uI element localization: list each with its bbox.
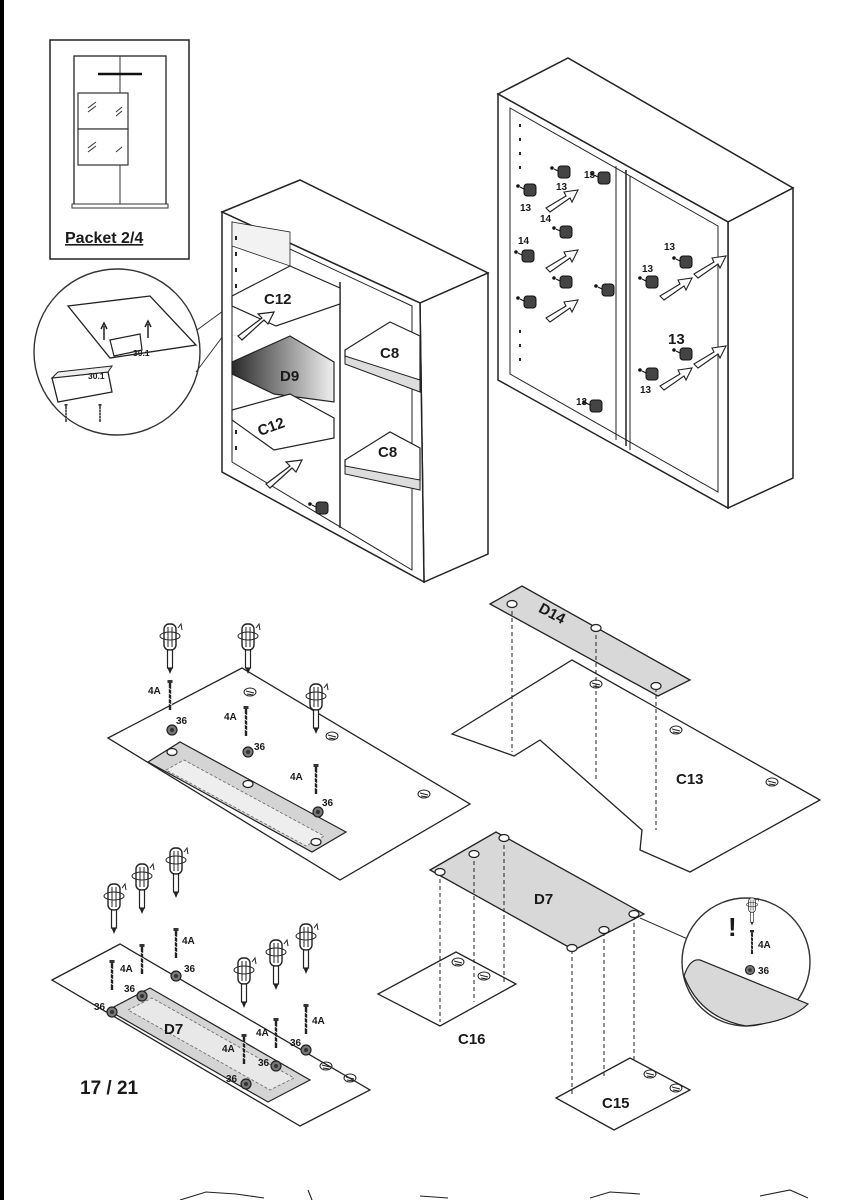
hole-icon (628, 909, 640, 919)
fitting-label-36: 36 (124, 984, 136, 995)
base-panel-assembly: 4A 36 4A 36 4A 36 (106, 623, 472, 881)
cam-lock-icon (744, 964, 756, 976)
fitting-label-36: 36 (290, 1038, 302, 1049)
part-label-c8: C8 (380, 345, 399, 362)
fitting-label-13: 13 (556, 182, 568, 193)
part-label-d7: D7 (164, 1021, 183, 1038)
screwdriver-icon (159, 623, 183, 675)
fitting-label-13: 13 (520, 203, 532, 214)
fitting-label-4a: 4A (148, 686, 161, 697)
cabinet-thumbnail-icon (71, 55, 169, 209)
hole-icon (166, 747, 178, 757)
fitting-label-36: 36 (758, 966, 770, 977)
hole-icon (598, 925, 610, 935)
fitting-label-13: 13 (664, 242, 676, 253)
fitting-label-4a: 4A (120, 964, 133, 975)
fitting-label-36: 36 (322, 798, 334, 809)
fitting-label-30-1: 30.1 (88, 371, 105, 381)
hole-icon (310, 837, 322, 847)
part-label-c12: C12 (264, 291, 292, 308)
fitting-label-4a: 4A (256, 1028, 269, 1039)
fitting-label-36: 36 (258, 1058, 270, 1069)
screwdriver-icon (131, 863, 155, 915)
hole-icon (590, 623, 602, 633)
fitting-label-4a: 4A (758, 940, 771, 951)
cam-lock-icon (270, 1060, 282, 1072)
part-label-d7: D7 (534, 891, 553, 908)
fitting-label-13: 13 (584, 170, 596, 181)
fitting-label-36: 36 (254, 742, 266, 753)
cabinet-hinges-view: 13 13 13 14 14 13 13 13 13 13 (496, 57, 795, 510)
fitting-label-30-1: 30.1 (133, 348, 150, 358)
screw-icon (302, 1002, 310, 1036)
screwdriver-icon (103, 883, 127, 935)
cabinet-shelves-view: C12 D9 C12 C8 C8 (220, 179, 490, 584)
fitting-label-4a: 4A (224, 712, 237, 723)
fitting-label-13: 13 (640, 385, 652, 396)
part-label-c8: C8 (378, 444, 397, 461)
fitting-label-36: 36 (184, 964, 196, 975)
part-label-c13: C13 (676, 771, 704, 788)
d7-screwing-assembly: D7 4A 36 36 4A 36 4A 4A 4A 36 36 36 (50, 847, 372, 1127)
hole-icon (650, 681, 662, 691)
warning-detail: ! 4A 36 (639, 897, 811, 1027)
d14-c13-assembly: D14 C13 (450, 585, 822, 873)
cam-lock-icon (300, 1044, 312, 1056)
d7-c16-c15-assembly: D7 C16 C15 (376, 831, 692, 1131)
fitting-label-4a: 4A (182, 936, 195, 947)
part-label-c15: C15 (602, 1095, 630, 1112)
cam-lock-icon (170, 970, 182, 982)
page-number: 17 / 21 (80, 1078, 139, 1099)
hole-icon (468, 849, 480, 859)
screwdriver-icon (237, 623, 261, 675)
part-label-c16: C16 (458, 1031, 486, 1048)
fitting-label-4a: 4A (312, 1016, 325, 1027)
screwdriver-icon (295, 923, 319, 975)
fitting-label-14: 14 (540, 214, 552, 225)
fitting-label-13: 13 (642, 264, 654, 275)
hole-icon (242, 779, 254, 789)
fitting-label-36: 36 (226, 1074, 238, 1085)
fitting-label-36: 36 (94, 1002, 106, 1013)
cam-lock-icon (136, 990, 148, 1002)
hole-icon (566, 943, 578, 953)
fitting-label-14: 14 (518, 236, 530, 247)
warning-mark: ! (728, 912, 737, 942)
cam-lock-icon (240, 1078, 252, 1090)
hole-icon (498, 833, 510, 843)
fitting-label-4a: 4A (290, 772, 303, 783)
cam-lock-icon (106, 1006, 118, 1018)
hole-icon (506, 599, 518, 609)
part-label-d9: D9 (280, 368, 299, 385)
fitting-label-13: 13 (668, 331, 685, 348)
screw-icon (172, 926, 180, 960)
hole-icon (434, 867, 446, 877)
screwdriver-icon (265, 939, 289, 991)
packet-label: Packet 2/4 (65, 230, 143, 247)
packet-box: Packet 2/4 (49, 39, 190, 260)
shelf-support-detail: 30.1 30.1 (33, 268, 239, 436)
screwdriver-icon (233, 957, 257, 1009)
fitting-label-4a: 4A (222, 1044, 235, 1055)
fitting-label-36: 36 (176, 716, 188, 727)
screwdriver-icon (165, 847, 189, 899)
cam-lock-icon (242, 746, 254, 758)
next-step-preview (179, 1189, 809, 1200)
fitting-label-13: 13 (576, 397, 588, 408)
